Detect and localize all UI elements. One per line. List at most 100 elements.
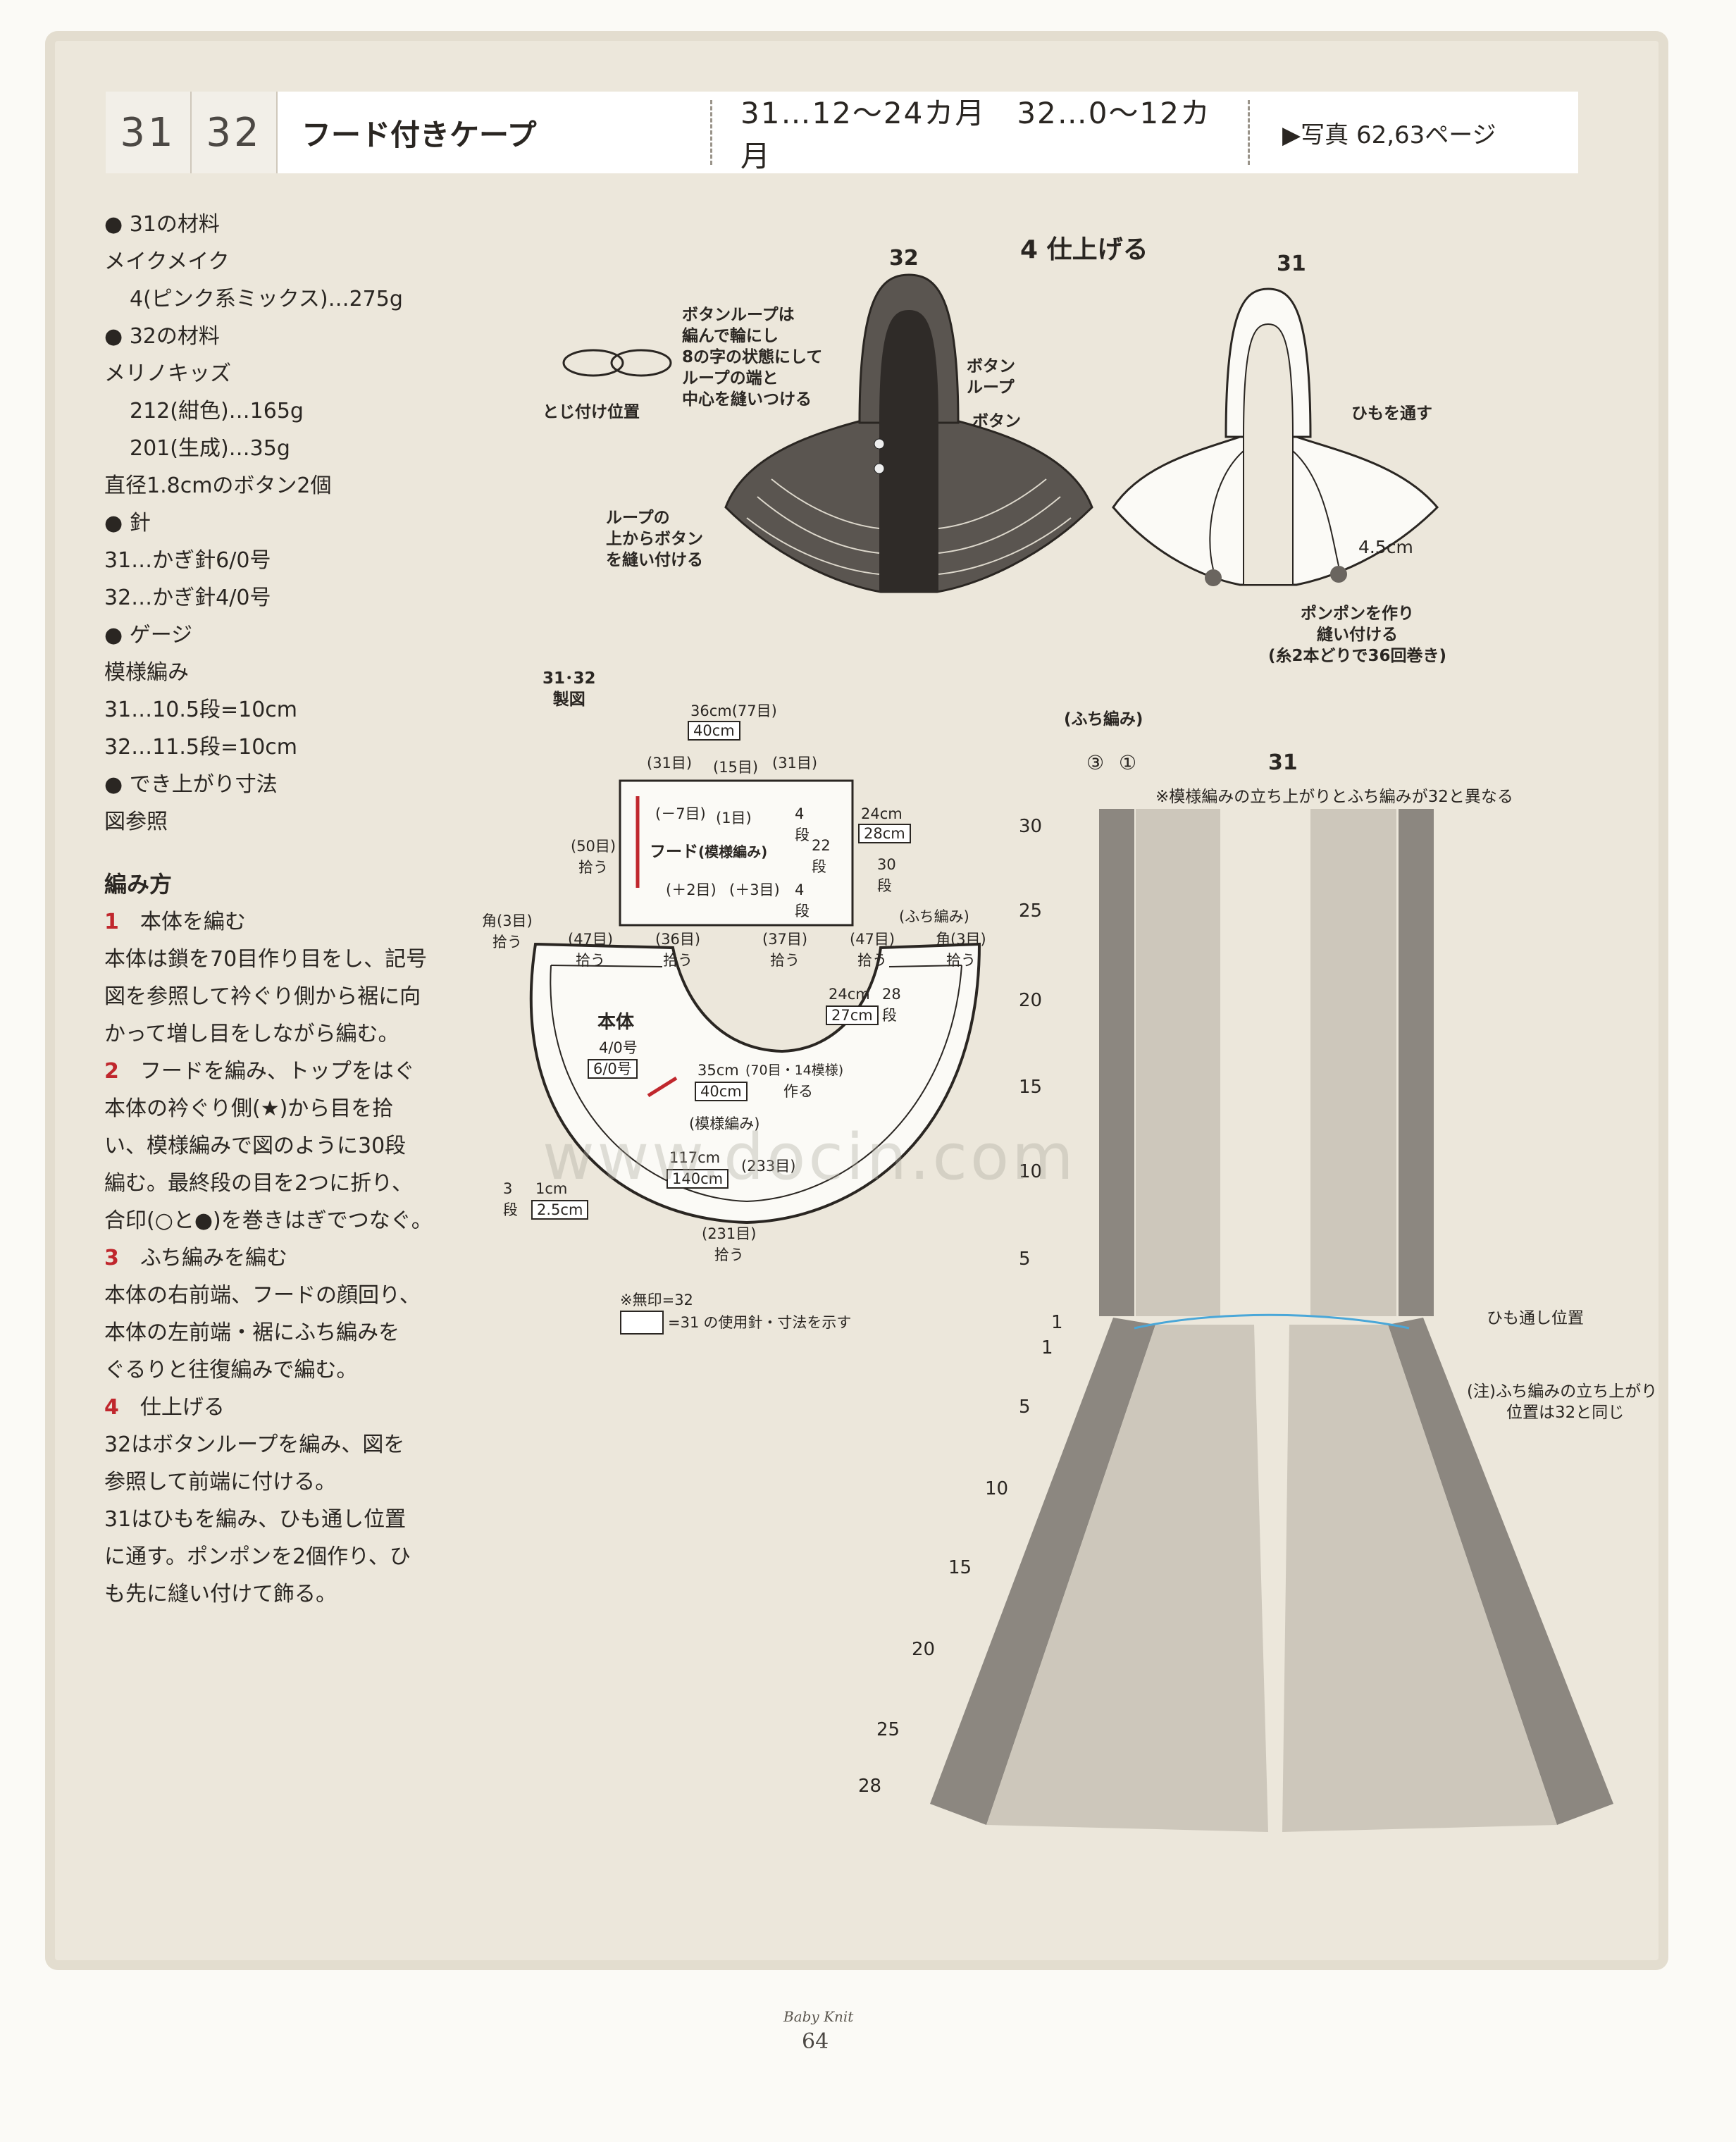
note-line: 中心を縫いつける: [682, 390, 812, 409]
instruction-step: 3 ふち編みを編む 本体の右前端、フードの顔回り、 本体の左前端・裾にふち編みを…: [104, 1239, 471, 1389]
body-needle-31-box: 6/0号: [588, 1059, 638, 1079]
step-number: 2: [104, 1059, 119, 1084]
step-text-line: 31はひもを編み、ひも通し位置: [104, 1507, 407, 1532]
crochet-chart-31: [930, 809, 1613, 1832]
header-divider: [1248, 100, 1250, 165]
step-text-line: に通す。ポンポンを2個作り、ひ: [104, 1544, 411, 1569]
materials-line: 31…10.5段=10cm: [104, 698, 297, 722]
header-divider: [710, 100, 712, 165]
step-heading: 仕上げる: [140, 1395, 225, 1420]
title-line: 31･32: [542, 669, 596, 688]
hem-label: 117cm: [669, 1149, 721, 1166]
body-label: 本体: [597, 1012, 635, 1033]
cape-31-illustration: [1112, 287, 1439, 586]
chart-edging-label: (ふち編み): [1064, 710, 1143, 729]
pattern-number-32: 32: [192, 92, 278, 173]
hood-pattern-label: (模様編み): [698, 843, 768, 860]
edge-width-31-box: 2.5cm: [531, 1200, 589, 1220]
hood-row-number: 1: [1051, 1312, 1063, 1333]
cape-32-label: 32: [889, 246, 919, 271]
legend-line: ※無印=32: [620, 1292, 693, 1308]
materials-line: 32…11.5段=10cm: [104, 735, 297, 760]
body-row-number: 5: [1019, 1397, 1031, 1418]
label-line: (50目): [571, 838, 616, 855]
pattern-number-31: 31: [106, 92, 192, 173]
increase-3-label: (＋3目): [729, 881, 780, 898]
step-text-line: 本体の衿ぐり側(★)から目を拾: [104, 1096, 394, 1121]
title-line: 製図: [552, 691, 585, 709]
one-stitch-label: (1目): [716, 810, 752, 827]
materials-line: ● 針: [104, 511, 151, 536]
button-loop-sketch: [562, 349, 672, 377]
page-number: 64: [802, 2029, 829, 2054]
materials-line: メイクメイク: [104, 249, 230, 274]
note-line: 位置は32と同じ: [1506, 1404, 1625, 1422]
label-line: 拾う: [492, 934, 522, 951]
hood-row-number: 30: [1019, 816, 1043, 837]
chart-31-label: 31: [1268, 750, 1298, 775]
hood-row-number: 20: [1019, 990, 1043, 1011]
step-heading: 本体を編む: [140, 910, 246, 934]
edging-label: (ふち編み): [899, 908, 969, 925]
neck-31-box: 40cm: [695, 1082, 748, 1101]
materials-line: 直径1.8cmのボタン2個: [104, 473, 332, 498]
pattern-header: 31 32 フード付きケープ 31…12～24カ月 32…0～12カ月 ▶写真 …: [106, 92, 1578, 173]
step-text-line: 参照して前端に付ける。: [104, 1470, 337, 1494]
cord-position-label: ひも通し位置: [1487, 1309, 1584, 1327]
magazine-name: Baby Knit: [783, 2008, 854, 2025]
step-text-line: 本体の右前端、フードの顔回り、: [104, 1283, 421, 1308]
cape-32-illustration: [724, 273, 1093, 593]
photo-page-link[interactable]: ▶写真 62,63ページ: [1282, 120, 1496, 149]
chart-note: ※模様編みの立ち上がりとふち編みが32と異なる: [1155, 788, 1513, 806]
legend-line: =31: [668, 1314, 700, 1331]
hood-top-left-label: (31目): [647, 755, 693, 772]
label-line: 拾う: [857, 952, 888, 969]
hood-height-31-box: 28cm: [858, 824, 911, 843]
step-heading: ふち編みを編む: [140, 1246, 287, 1270]
pompom-size-label: 4.5cm: [1358, 537, 1413, 557]
materials-line: ● 32の材料: [104, 324, 220, 349]
body-needle-32: 4/0号: [599, 1039, 638, 1056]
note-line: ポンポンを作り: [1301, 605, 1415, 623]
step-text-line: 本体の左前端・裾にふち編みを: [104, 1320, 400, 1345]
button-label: ボタン: [972, 412, 1021, 431]
materials-line: ● 31の材料: [104, 212, 220, 237]
sew-button-note: ループの 上からボタン を縫い付ける: [606, 507, 703, 571]
pick-50-label: (50目) 拾う: [571, 836, 616, 878]
hood-top-mid-label: (15目): [713, 759, 759, 776]
label-line: 拾う: [770, 952, 800, 969]
button-loop-label: ボタン ループ: [967, 356, 1015, 398]
body-row-number: 25: [876, 1719, 900, 1740]
label-line: 拾う: [946, 952, 976, 969]
front-width-31-box: 27cm: [826, 1005, 879, 1025]
thread-cord-label: ひもを通す: [1351, 404, 1432, 423]
hood-row-number: 5: [1019, 1249, 1031, 1270]
rows-4b-label: 4段: [795, 881, 810, 920]
legend-swatch: [620, 1311, 664, 1335]
body-pattern-label: (模様編み): [689, 1115, 760, 1132]
note-line: 8の字の状態にして: [682, 348, 823, 366]
step-text-line: 本体は鎖を70目作り目をし、記号: [104, 947, 428, 972]
pompom-note: ポンポンを作り 縫い付ける (糸2本どりで36回巻き): [1268, 603, 1446, 667]
make-label: 作る: [783, 1083, 813, 1100]
legend-line: の使用針・寸法を示す: [703, 1314, 852, 1331]
step-text-line: 編む。最終段の目を2つに折り、: [104, 1171, 413, 1196]
note-line: 縫い付ける: [1317, 626, 1399, 644]
label-line: 角(3目): [936, 931, 986, 948]
step-number: 3: [104, 1246, 119, 1270]
watermark: www.docin.com: [542, 1120, 1077, 1194]
instructions-title: 編み方: [104, 871, 173, 898]
hood-row-number: 10: [1019, 1161, 1043, 1182]
materials-line: 4(ピンク系ミックス)…275g: [130, 287, 403, 311]
step-text-line: ぐるりと往復編みで編む。: [104, 1358, 358, 1382]
materials-line: ● でき上がり寸法: [104, 772, 278, 797]
label-line: (47目): [850, 931, 895, 948]
body-row-number: 28: [858, 1776, 882, 1797]
label-line: (231目): [702, 1225, 757, 1242]
step-number: 4: [104, 1395, 119, 1420]
note-line: 編んで輪にし: [682, 327, 779, 345]
corner-right-label: 角(3目) 拾う: [936, 929, 986, 971]
attach-position-label: とじ付け位置: [542, 403, 640, 421]
materials-line: 201(生成)…35g: [130, 436, 290, 461]
